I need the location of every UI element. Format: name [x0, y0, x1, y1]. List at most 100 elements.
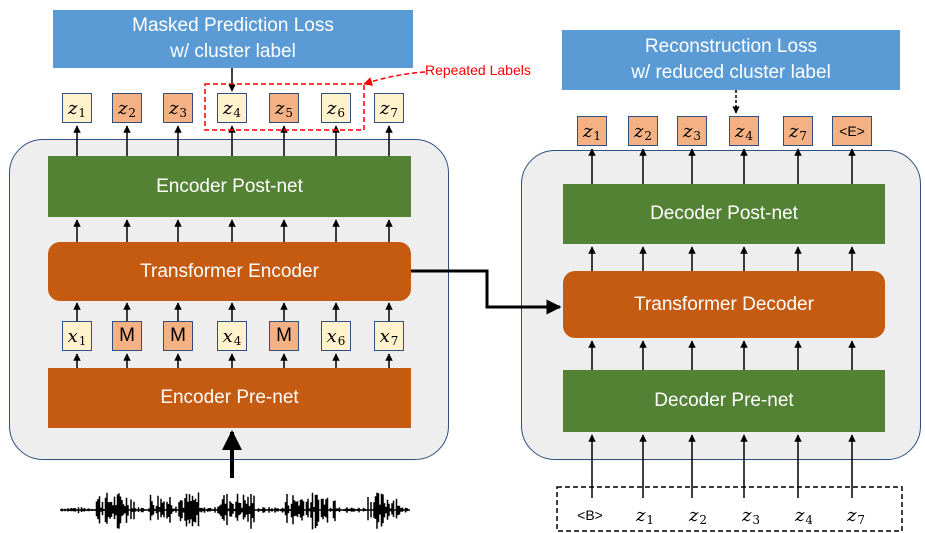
enc-target-sym: z — [117, 97, 128, 119]
enc-input-sub: 4 — [233, 334, 242, 348]
enc-input-mask-token: M — [163, 321, 193, 351]
repeated-labels-annotation: Repeated Labels — [425, 62, 531, 78]
dec-target-sym: z — [788, 120, 799, 142]
decoder-postnet-label: Decoder Post-net — [650, 203, 798, 224]
enc-target-sub: 5 — [285, 106, 294, 120]
enc-input-sym: M — [170, 325, 186, 346]
encoder-postnet-label: Encoder Post-net — [156, 175, 303, 197]
enc-prenet-to-input-arrows — [73, 353, 393, 368]
enc-input-sym: M — [276, 325, 292, 346]
repeated-labels-pointer — [363, 71, 426, 86]
enc-input-sub: 6 — [337, 334, 346, 348]
decoder-postnet: Decoder Post-net — [563, 184, 885, 244]
enc-target-sub: 7 — [390, 106, 399, 120]
dec-begin-token: <B> — [570, 500, 610, 530]
dec-target-sym: z — [633, 120, 644, 142]
enc-target-sym: z — [326, 97, 337, 119]
dec-input-sub: 3 — [752, 513, 761, 527]
encoder-postnet: Encoder Post-net — [48, 156, 411, 217]
enc-input-sym: x — [326, 325, 337, 347]
encoder-to-decoder-arrow — [411, 269, 562, 315]
enc-target-sub: 6 — [337, 106, 346, 120]
enc-input-sym: x — [67, 325, 78, 347]
audio-waveform — [60, 492, 410, 530]
decoder-input-dashed-box — [556, 486, 903, 532]
dec-input-sub: 1 — [646, 513, 655, 527]
dec-target-sub: 7 — [799, 129, 808, 143]
dec-transformer-to-postnet-arrows — [588, 246, 856, 271]
enc-input-sub: 7 — [390, 334, 399, 348]
dec-target-sym: z — [582, 120, 593, 142]
enc-target-sub: 4 — [233, 106, 242, 120]
enc-target-sub: 3 — [179, 106, 188, 120]
masked-loss-line1: Masked Prediction Loss — [132, 15, 334, 36]
dec-target-sub: 2 — [644, 129, 653, 143]
enc-transformer-to-postnet-arrows — [73, 219, 393, 242]
dec-input-sym: z — [794, 504, 805, 526]
enc-target-sub: 2 — [128, 106, 137, 120]
dec-target-sym: <E> — [839, 123, 865, 139]
decoder-prenet-label: Decoder Pre-net — [654, 390, 794, 411]
transformer-decoder-label: Transformer Decoder — [634, 293, 814, 315]
enc-input-sym: x — [222, 325, 233, 347]
encoder-prenet: Encoder Pre-net — [48, 368, 411, 428]
enc-target-sym: z — [379, 97, 390, 119]
dec-input-sym: z — [688, 504, 699, 526]
dec-input-sub: 4 — [805, 513, 814, 527]
reconstruction-loss-line2: w/ reduced cluster label — [631, 62, 831, 83]
enc-input-to-transformer-arrows — [73, 302, 393, 321]
dec-input-sym: z — [846, 504, 857, 526]
reconstruction-loss-box: Reconstruction Loss w/ reduced cluster l… — [562, 30, 900, 90]
dec-input-sym: <B> — [577, 507, 603, 523]
transformer-encoder-label: Transformer Encoder — [140, 260, 319, 282]
decoder-prenet: Decoder Pre-net — [563, 370, 885, 432]
enc-postnet-to-target-arrows — [73, 125, 393, 156]
enc-input-mask-token: M — [269, 321, 299, 351]
dec-target-sub: 1 — [593, 129, 602, 143]
dec-prenet-to-transformer-arrows — [588, 340, 856, 370]
dec-target-sym: z — [682, 120, 693, 142]
dec-input-sub: 7 — [857, 513, 866, 527]
dec-input-sym: z — [741, 504, 752, 526]
enc-target-sym: z — [168, 97, 179, 119]
dec-end-token: <E> — [832, 116, 872, 146]
enc-target-sub: 1 — [78, 106, 87, 120]
transformer-decoder: Transformer Decoder — [563, 271, 885, 338]
dec-target-sub: 4 — [745, 129, 754, 143]
enc-input-sym: x — [379, 325, 390, 347]
enc-target-sym: z — [222, 97, 233, 119]
enc-target-sym: z — [67, 97, 78, 119]
dec-input-to-prenet-arrows — [588, 434, 856, 498]
enc-input-sym: M — [119, 325, 135, 346]
transformer-encoder: Transformer Encoder — [48, 242, 411, 301]
dec-postnet-to-target-arrows — [588, 148, 856, 184]
dec-input-sub: 2 — [699, 513, 708, 527]
dec-target-sym: z — [734, 120, 745, 142]
enc-target-sym: z — [274, 97, 285, 119]
dec-target-sub: 3 — [693, 129, 702, 143]
masked-loss-line2: w/ cluster label — [170, 41, 296, 62]
dec-input-sym: z — [635, 504, 646, 526]
masked-prediction-loss-box: Masked Prediction Loss w/ cluster label — [53, 10, 413, 68]
repeated-labels-box — [204, 83, 365, 131]
